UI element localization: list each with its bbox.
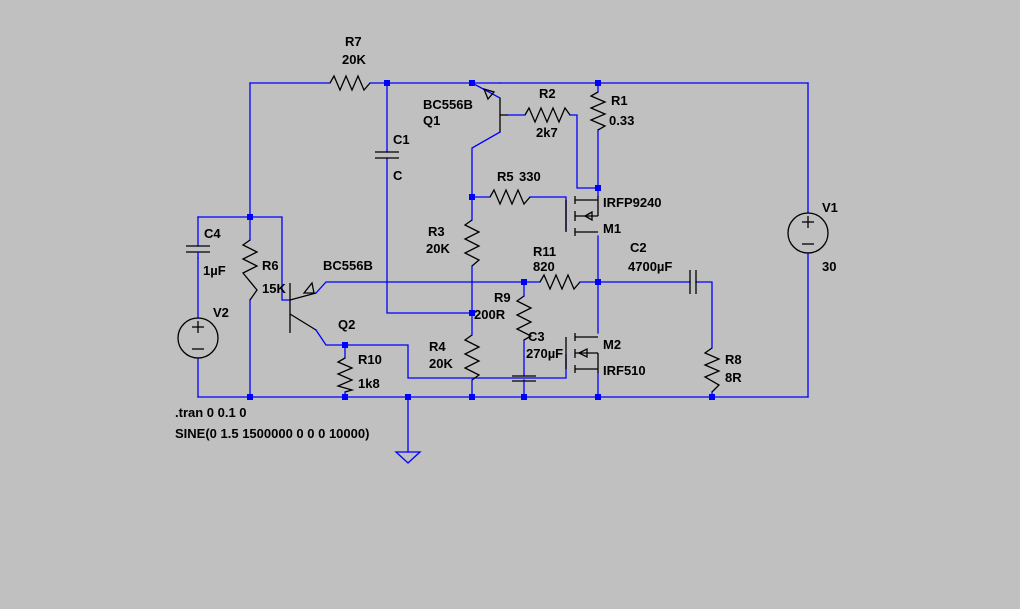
label-m2-part: IRF510 (603, 363, 646, 378)
label-q2-part: BC556B (323, 258, 373, 273)
mosfet-m2-icon (565, 333, 599, 373)
label-q1-ref: Q1 (423, 113, 440, 128)
wires (197, 82, 809, 453)
label-r5-ref: R5 (497, 169, 514, 184)
label-c1-value: C (393, 168, 403, 183)
label-m1-part: IRFP9240 (603, 195, 662, 210)
label-c1-ref: C1 (393, 132, 410, 147)
resistor-r7-icon (329, 74, 371, 92)
label-r7-value: 20K (342, 52, 366, 67)
label-v1-value: 30 (822, 259, 836, 274)
capacitor-c4-icon (186, 245, 210, 259)
label-v1-ref: V1 (822, 200, 838, 215)
label-r3-value: 20K (426, 241, 450, 256)
label-q1-part: BC556B (423, 97, 473, 112)
capacitor-c1-icon (375, 151, 399, 159)
resistor-r9-icon (515, 295, 533, 341)
label-r9-value: 200R (474, 307, 506, 322)
resistor-r4-icon (463, 334, 481, 381)
resistor-r8-icon (703, 347, 721, 393)
label-r10-value: 1k8 (358, 376, 380, 391)
resistor-r11-icon (539, 273, 581, 291)
label-c4-value: 1µF (203, 263, 226, 278)
label-r8-value: 8R (725, 370, 742, 385)
label-r1-ref: R1 (611, 93, 628, 108)
label-r11-ref: R11 (533, 244, 556, 259)
capacitor-c2-icon (689, 270, 697, 294)
capacitor-c3-icon (512, 375, 536, 382)
label-r3-ref: R3 (428, 224, 445, 239)
labels: R7 20K BC556B Q1 R2 2k7 R1 0.33 C1 C 330… (175, 34, 838, 441)
label-r2-ref: R2 (539, 86, 556, 101)
label-r2-value: 2k7 (536, 125, 558, 140)
label-q2-ref: Q2 (338, 317, 355, 332)
label-r8-ref: R8 (725, 352, 742, 367)
label-c3-ref: C3 (528, 329, 545, 344)
resistor-r5-icon (489, 188, 531, 206)
label-r9-ref: R9 (494, 290, 511, 305)
label-r5-value: 330 (519, 169, 541, 184)
resistor-r2-icon (524, 106, 571, 124)
label-m1-ref: M1 (603, 221, 621, 236)
label-c3-value: 270µF (526, 346, 563, 361)
label-r1-value: 0.33 (609, 113, 634, 128)
label-c2-ref: C2 (630, 240, 647, 255)
voltage-source-v2-icon (177, 317, 219, 359)
label-r6-ref: R6 (262, 258, 279, 273)
label-v2-ref: V2 (213, 305, 229, 320)
label-c2-value: 4700µF (628, 259, 672, 274)
transistor-q2-icon (289, 281, 317, 333)
transistor-q1-icon (482, 87, 508, 132)
tran-directive: .tran 0 0.1 0 (175, 405, 247, 420)
ground-symbol-icon (394, 451, 422, 464)
label-r4-value: 20K (429, 356, 453, 371)
label-v2-value: SINE(0 1.5 1500000 0 0 0 10000) (175, 426, 369, 441)
resistor-r1-icon (589, 91, 607, 131)
label-m2-ref: M2 (603, 337, 621, 352)
label-r6-value: 15K (262, 281, 286, 296)
resistor-r10-icon (336, 357, 355, 393)
label-r10-ref: R10 (358, 352, 382, 367)
label-r4-ref: R4 (429, 339, 446, 354)
junctions (247, 80, 715, 400)
voltage-source-v1-icon (787, 212, 829, 254)
label-r7-ref: R7 (345, 34, 362, 49)
label-c4-ref: C4 (204, 226, 221, 241)
resistor-r3-icon (463, 219, 481, 267)
mosfet-m1-icon (565, 196, 599, 236)
label-r11-value: 820 (533, 259, 555, 274)
resistor-r6-icon (241, 239, 259, 301)
